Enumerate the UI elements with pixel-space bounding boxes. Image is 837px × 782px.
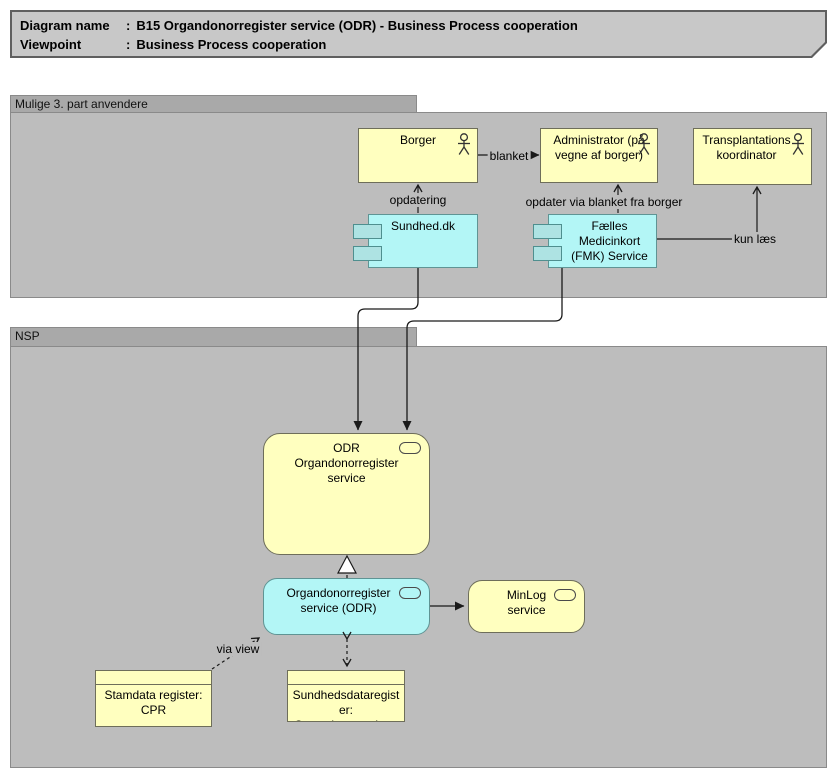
component-icon <box>533 246 562 261</box>
component-icon <box>353 246 382 261</box>
diagram-name-label: Diagram name <box>20 18 110 33</box>
connector-label-opdatering: opdatering <box>387 193 449 207</box>
actor-icon <box>792 133 804 155</box>
service-icon <box>399 587 421 599</box>
connector-label-opdater-via-blanket: opdater via blanket fra borger <box>523 195 685 209</box>
diagram-name-value: B15 Organdonorregister service (ODR) - B… <box>136 18 578 33</box>
node-minlog-service: MinLog service <box>468 580 585 633</box>
data-object-band <box>288 671 404 685</box>
node-label: Transplantations koordinator <box>702 133 791 162</box>
node-fmk-service: Fælles Medicinkort (FMK) Service <box>533 214 657 268</box>
node-label: MinLog service <box>506 588 547 617</box>
viewpoint-value: Business Process cooperation <box>136 37 327 52</box>
group-tab-nsp: NSP <box>10 327 417 347</box>
node-label: ODR Organdonorregister service <box>294 441 399 485</box>
service-icon <box>399 442 421 454</box>
diagram-title-note-body: Diagram name: B15 Organdonorregister serv… <box>12 12 825 56</box>
colon: : <box>126 18 131 33</box>
node-label: Sundhedsdataregister: Organdonorregister <box>292 688 400 721</box>
node-transplantations-koordinator: Transplantations koordinator <box>693 128 812 185</box>
node-label: Borger <box>399 133 437 147</box>
actor-icon <box>638 133 650 155</box>
component-icon <box>353 224 382 239</box>
viewpoint-label: Viewpoint <box>20 37 82 52</box>
diagram-title-note: Diagram name: B15 Organdonorregister serv… <box>10 10 827 58</box>
diagram-name-row: Diagram name: B15 Organdonorregister serv… <box>20 16 817 35</box>
node-administrator: Administrator (på vegne af borger) <box>540 128 658 183</box>
node-stamdata-register-cpr: Stamdata register: CPR <box>95 670 212 727</box>
node-label: Fælles Medicinkort (FMK) Service <box>571 219 648 263</box>
node-borger: Borger <box>358 128 478 183</box>
connector-label-via-view: via view <box>214 642 262 656</box>
node-sundhed-dk: Sundhed.dk <box>353 214 478 268</box>
service-icon <box>554 589 576 601</box>
node-label: Stamdata register: CPR <box>104 688 203 717</box>
group-label: NSP <box>15 329 40 343</box>
data-object-band <box>96 671 211 685</box>
colon: : <box>126 37 131 52</box>
connector-label-kun-laes: kun læs <box>731 232 779 246</box>
node-label: Administrator (på vegne af borger) <box>553 133 645 162</box>
component-icon <box>533 224 562 239</box>
group-label: Mulige 3. part anvendere <box>15 97 148 111</box>
actor-icon <box>458 133 470 155</box>
viewpoint-row: Viewpoint: Business Process cooperation <box>20 35 817 54</box>
node-label: Sundhed.dk <box>390 219 456 233</box>
node-label: Organdonorregister service (ODR) <box>286 586 391 615</box>
node-odr-organdonorregister-service: ODR Organdonorregister service <box>263 433 430 555</box>
node-sundhedsdataregister-organdonorregister: Sundhedsdataregister: Organdonorregister <box>287 670 405 722</box>
group-tab-mulige-3-part-anvendere: Mulige 3. part anvendere <box>10 95 417 113</box>
node-organdonorregister-service-odr: Organdonorregister service (ODR) <box>263 578 430 635</box>
connector-label-blanket: blanket <box>487 149 531 163</box>
